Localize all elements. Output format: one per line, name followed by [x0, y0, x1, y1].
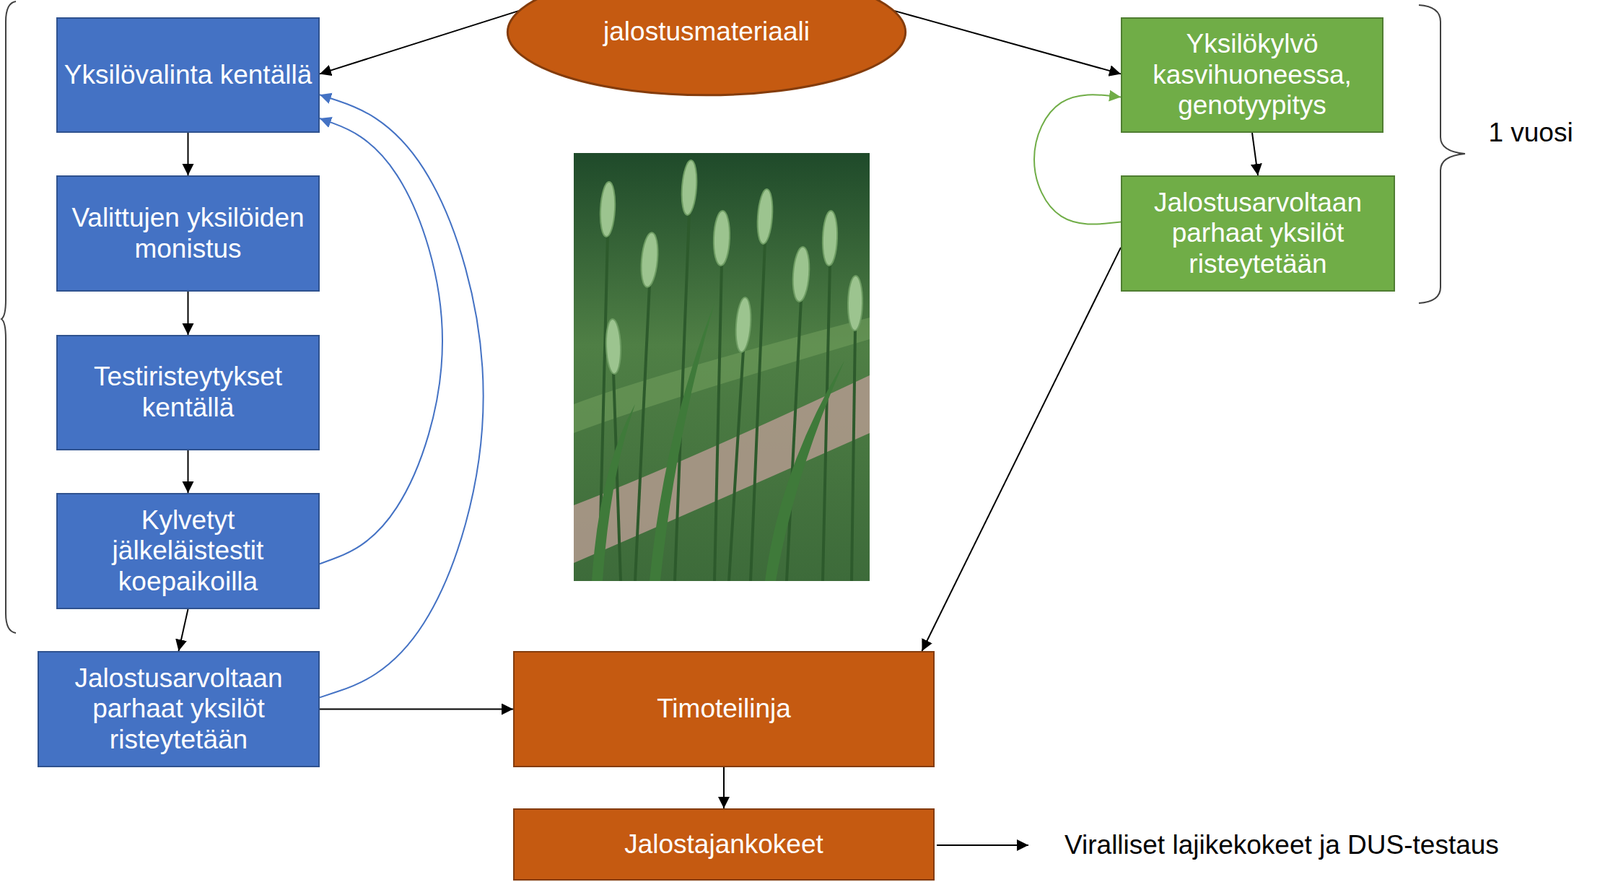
process-box: Yksilövalinta kentällä [56, 17, 320, 133]
stem [851, 328, 856, 581]
stem [728, 350, 744, 581]
leader-arrow [936, 844, 1029, 846]
connector-arrow [1034, 94, 1121, 224]
node-text: Jalostusarvoltaan parhaat yksilöt ristey… [1128, 187, 1388, 281]
spike [679, 159, 698, 216]
bracket [1418, 5, 1466, 304]
spike [599, 181, 617, 238]
node-text: Yksilökylvö kasvihuoneessa, genotyypitys [1128, 28, 1377, 122]
process-box: Valittujen yksilöiden monistus [56, 175, 320, 292]
connector-arrow [178, 609, 189, 651]
connector-arrow [319, 708, 514, 711]
stem [750, 241, 765, 581]
spike [790, 246, 811, 302]
node-text: Kylvetyt jälkeläistestit koepaikoilla [63, 505, 313, 598]
leaf [649, 303, 715, 581]
node-text: jalostusmateriaali [603, 16, 810, 48]
connector-arrow [187, 291, 190, 335]
process-box: Testiristeytykset kentällä [56, 334, 320, 451]
connector-arrow [893, 10, 1121, 75]
connector-arrow [921, 247, 1121, 651]
spike [733, 296, 753, 353]
period-label: 1 vuosi [1486, 112, 1575, 153]
grass-leaves [591, 303, 845, 581]
node-text: Jalostusarvoltaan parhaat yksilöt ristey… [44, 663, 313, 756]
result-box: Jalostajankokeet [513, 808, 935, 881]
connector-arrow [319, 94, 484, 698]
connector-arrow [187, 450, 190, 493]
grass-stems [599, 212, 856, 581]
leaf [591, 404, 636, 581]
connector-arrow [319, 10, 520, 75]
bracket [1, 1, 16, 633]
grass-photo [573, 152, 870, 581]
node-text: Valittujen yksilöiden monistus [63, 202, 313, 265]
spike [822, 210, 839, 267]
ellipse-outline [505, 0, 908, 97]
process-box: Jalostusarvoltaan parhaat yksilöt ristey… [37, 650, 320, 768]
leaf [764, 360, 845, 581]
spike [847, 275, 863, 331]
start-ellipse: jalostusmateriaali [505, 0, 908, 97]
node-text: Timoteilinja [656, 693, 791, 725]
spike [605, 318, 623, 375]
stem [822, 263, 830, 581]
stem [714, 263, 722, 581]
process-box: Yksilökylvö kasvihuoneessa, genotyypitys [1120, 17, 1384, 133]
spike [755, 188, 774, 244]
spike [713, 210, 732, 267]
node-text: Yksilövalinta kentällä [64, 59, 312, 91]
connector-arrow [187, 132, 190, 176]
photo-ground [573, 152, 870, 581]
node-text: Jalostajankokeet [624, 829, 824, 861]
connector-arrow [319, 118, 443, 564]
process-box: Jalostusarvoltaan parhaat yksilöt ristey… [1120, 175, 1396, 292]
node-text: Testiristeytykset kentällä [63, 361, 313, 423]
connector-arrow [1252, 132, 1258, 176]
result-box: Timoteilinja [513, 650, 935, 768]
ellipse-shape [507, 0, 906, 96]
process-box: Kylvetyt jälkeläistestit koepaikoilla [56, 492, 320, 610]
connector-arrow [723, 767, 725, 809]
stem [786, 299, 802, 581]
grass-spikes [599, 159, 864, 374]
note-label: Viralliset lajikekokeet ja DUS-testaus [1064, 829, 1499, 861]
spike [639, 231, 661, 288]
stem [635, 285, 650, 581]
